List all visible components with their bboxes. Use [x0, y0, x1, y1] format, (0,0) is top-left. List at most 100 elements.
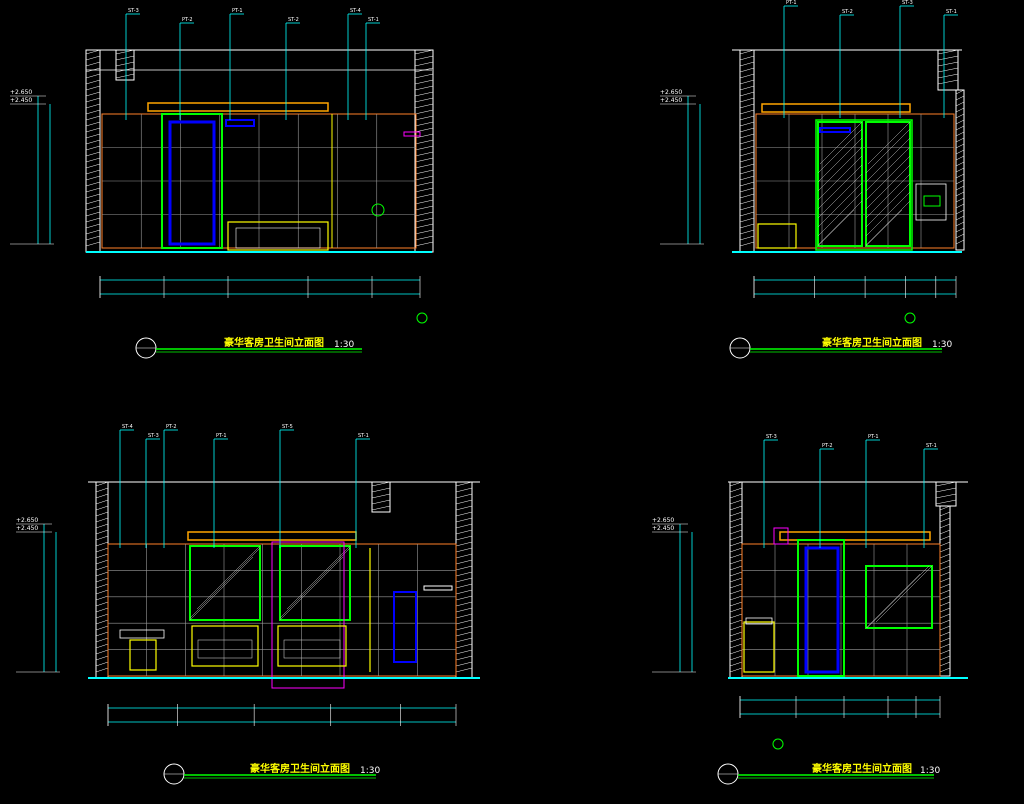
mirror-hatch: [817, 137, 863, 183]
left-wall-hatch: [95, 481, 109, 679]
wall-outline: [739, 49, 755, 253]
hatch-stroke: [455, 535, 473, 541]
hatch-stroke: [371, 499, 391, 505]
hatch-stroke: [85, 79, 101, 85]
wall-outline: [414, 49, 434, 253]
level-label: +2.650: [10, 89, 32, 96]
hatch-stroke: [414, 169, 434, 175]
hatch-stroke: [115, 49, 135, 55]
hatch-stroke: [455, 517, 473, 523]
bathtub: [227, 221, 329, 251]
hatch-stroke: [95, 655, 109, 661]
glass-partition-2: [865, 121, 911, 247]
material-tag: ST-2: [288, 17, 299, 23]
hatch-stroke: [455, 523, 473, 529]
accessory: [403, 131, 421, 137]
shower-head: [819, 127, 851, 133]
hatch-stroke: [85, 121, 101, 127]
hatch-stroke: [455, 481, 473, 487]
hatch-stroke: [85, 85, 101, 91]
mirror-hatch: [817, 164, 863, 210]
mirror-hatch: [866, 565, 930, 629]
material-tag: PT-2: [166, 424, 177, 430]
level-marks: +2.650+2.450: [10, 89, 54, 245]
hatch-stroke: [955, 155, 965, 161]
hatch-stroke: [739, 217, 755, 223]
level-label: +2.450: [16, 525, 38, 532]
basin: [915, 183, 947, 221]
hatch-stroke: [455, 559, 473, 565]
hatch-stroke: [85, 151, 101, 157]
hatch-stroke: [115, 55, 135, 61]
hatch-stroke: [939, 619, 951, 625]
hatch-stroke: [455, 529, 473, 535]
hatch-stroke: [955, 209, 965, 215]
hatch-stroke: [455, 571, 473, 577]
mirror-hatch: [817, 146, 863, 192]
hatch-stroke: [95, 541, 109, 547]
hatch-stroke: [85, 97, 101, 103]
material-tag: PT-1: [786, 0, 797, 6]
hatch-stroke: [95, 529, 109, 535]
hatch-stroke: [85, 187, 101, 193]
wall-outline: [371, 481, 391, 513]
hatch-stroke: [729, 517, 743, 523]
mirror-hatch: [865, 209, 903, 247]
hatch-stroke: [739, 163, 755, 169]
tile-frame: [107, 543, 457, 677]
mirror-hatch: [817, 200, 863, 246]
dimension-lines: [107, 704, 457, 726]
hatch-stroke: [414, 85, 434, 91]
tag-leaders: PT-1ST-2ST-3ST-1: [783, 0, 958, 118]
hatch-stroke: [939, 643, 951, 649]
hatch-stroke: [85, 109, 101, 115]
hatch-stroke: [85, 229, 101, 235]
level-label: +2.450: [660, 97, 682, 104]
hatch-stroke: [414, 139, 434, 145]
hatch-stroke: [939, 523, 951, 529]
wall-outline: [85, 49, 101, 253]
mirror-hatch: [865, 164, 911, 210]
drawer-right: [283, 639, 341, 659]
hatch-stroke: [85, 145, 101, 151]
mirror-hatch: [865, 155, 911, 201]
hatch-stroke: [95, 535, 109, 541]
hatch-stroke: [739, 55, 755, 61]
hatch-stroke: [455, 499, 473, 505]
hatch-stroke: [729, 559, 743, 565]
wall-tiles: [107, 543, 457, 677]
hatch-stroke: [739, 211, 755, 217]
hatch-stroke: [85, 223, 101, 229]
hatch-stroke: [729, 583, 743, 589]
hatch-stroke: [95, 565, 109, 571]
scale-text: 1:30: [920, 766, 940, 776]
hatch-stroke: [95, 607, 109, 613]
material-tag: ST-1: [926, 443, 937, 449]
hatch-stroke: [414, 97, 434, 103]
mirror-hatch: [865, 573, 921, 629]
hatch-stroke: [95, 589, 109, 595]
hatch-stroke: [955, 137, 965, 143]
hatch-stroke: [414, 187, 434, 193]
wall-outline: [115, 49, 135, 81]
hatch-stroke: [414, 241, 434, 247]
hatch-stroke: [939, 655, 951, 661]
hatch-stroke: [739, 103, 755, 109]
cornice: [147, 102, 329, 112]
hatch-stroke: [95, 517, 109, 523]
toilet-shelf: [119, 629, 165, 639]
vanity-left: [191, 625, 259, 667]
hatch-stroke: [85, 211, 101, 217]
hatch-stroke: [935, 487, 957, 493]
material-tag: PT-1: [232, 8, 243, 14]
level-label: +2.650: [652, 517, 674, 524]
wall-outline: [955, 89, 965, 251]
toilet-shelf: [745, 617, 773, 625]
hatch-stroke: [729, 523, 743, 529]
hatch-stroke: [729, 577, 743, 583]
material-tag: PT-2: [182, 17, 193, 23]
hatch-stroke: [955, 95, 965, 101]
right-wall-hatch: [955, 89, 965, 251]
